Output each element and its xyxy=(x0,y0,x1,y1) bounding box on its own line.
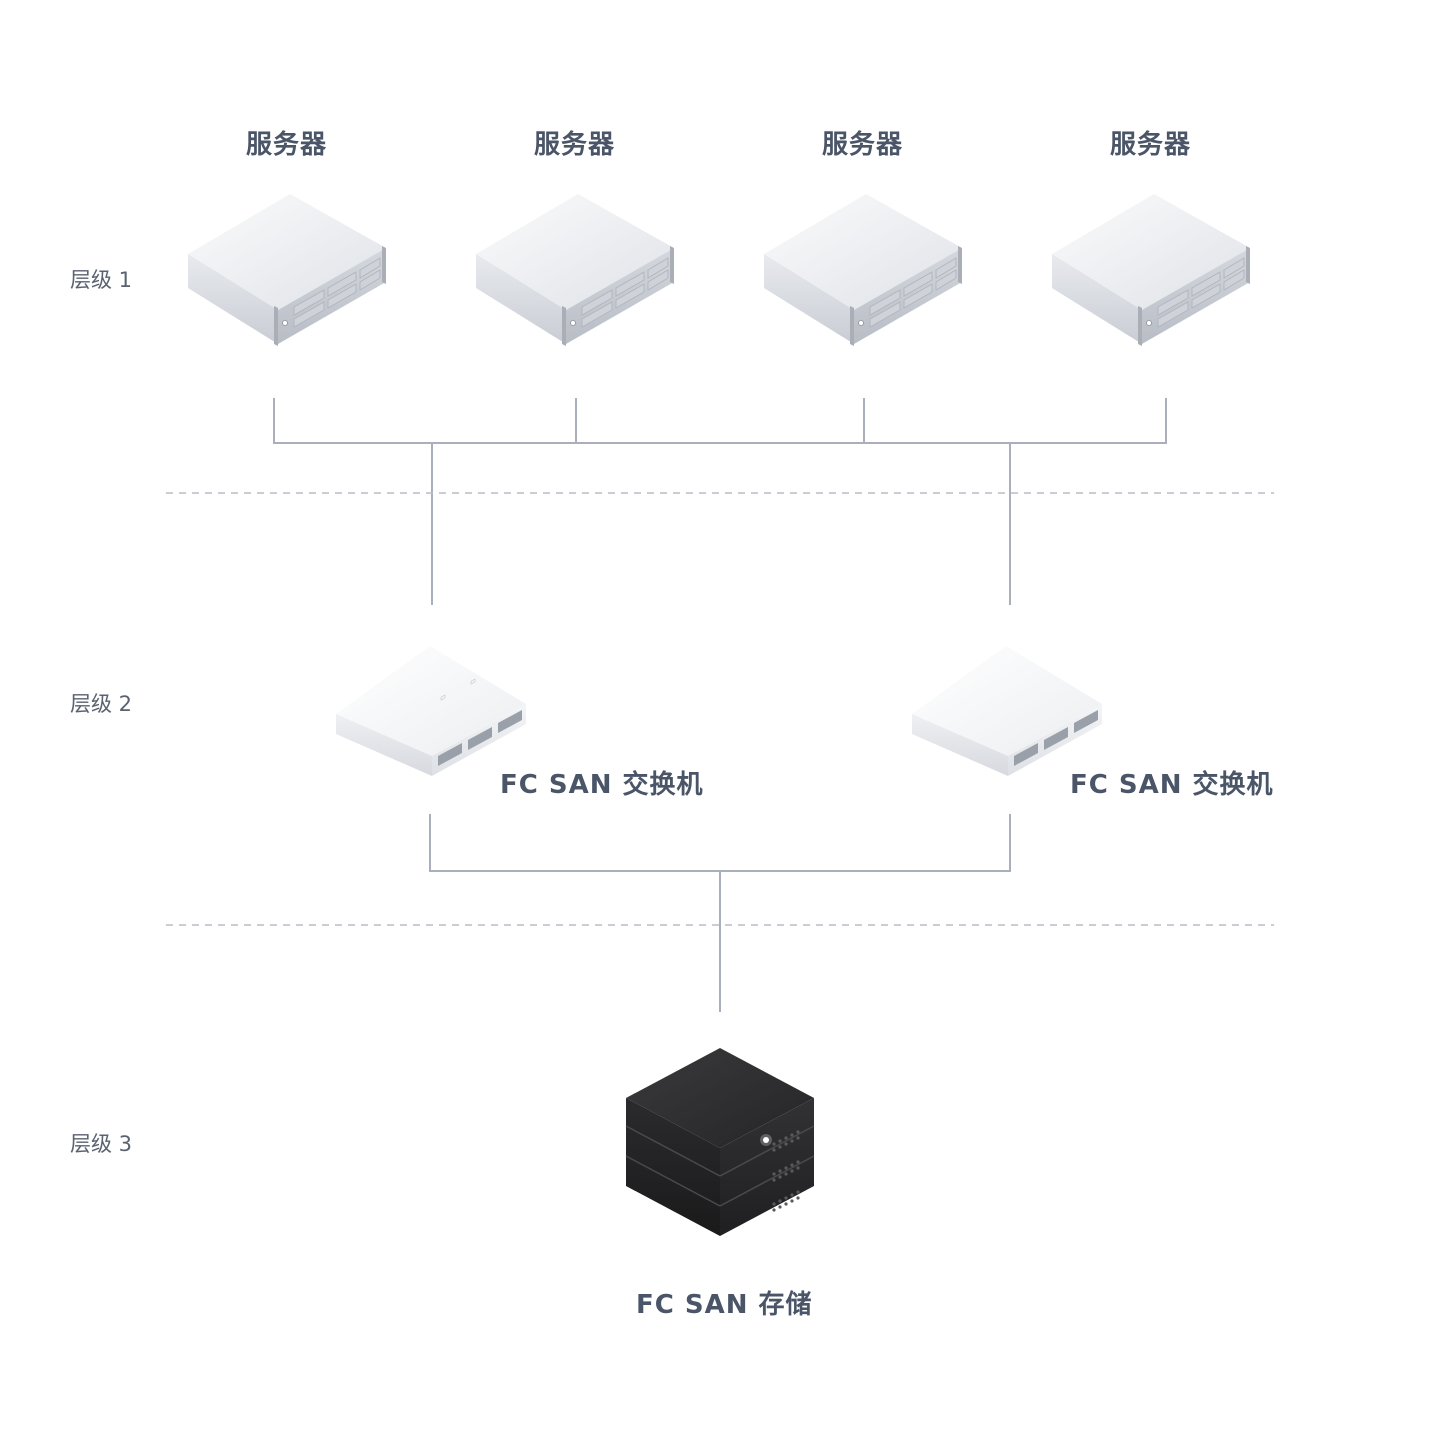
server-2-label: 服务器 xyxy=(534,130,616,160)
server-icon xyxy=(476,194,674,346)
storage-array-icon xyxy=(625,1048,815,1236)
switch-2-label: FC SAN 交换机 xyxy=(1070,770,1274,800)
tier-1-label: 层级 1 xyxy=(70,268,133,292)
network-switch-icon xyxy=(912,646,1102,776)
tier-2-label: 层级 2 xyxy=(70,692,133,716)
server-4-label: 服务器 xyxy=(1110,130,1192,160)
server-icon xyxy=(188,194,386,346)
server-3-label: 服务器 xyxy=(822,130,904,160)
tier-3-label: 层级 3 xyxy=(70,1132,133,1156)
server-1-label: 服务器 xyxy=(246,130,328,160)
server-icon xyxy=(1052,194,1250,346)
switch-1-label: FC SAN 交换机 xyxy=(500,770,704,800)
switch-bus-line xyxy=(429,814,1011,872)
network-switch-icon xyxy=(336,646,526,776)
storage-label: FC SAN 存储 xyxy=(636,1290,813,1320)
server-icon xyxy=(764,194,962,346)
server-bus-line xyxy=(273,398,1167,444)
